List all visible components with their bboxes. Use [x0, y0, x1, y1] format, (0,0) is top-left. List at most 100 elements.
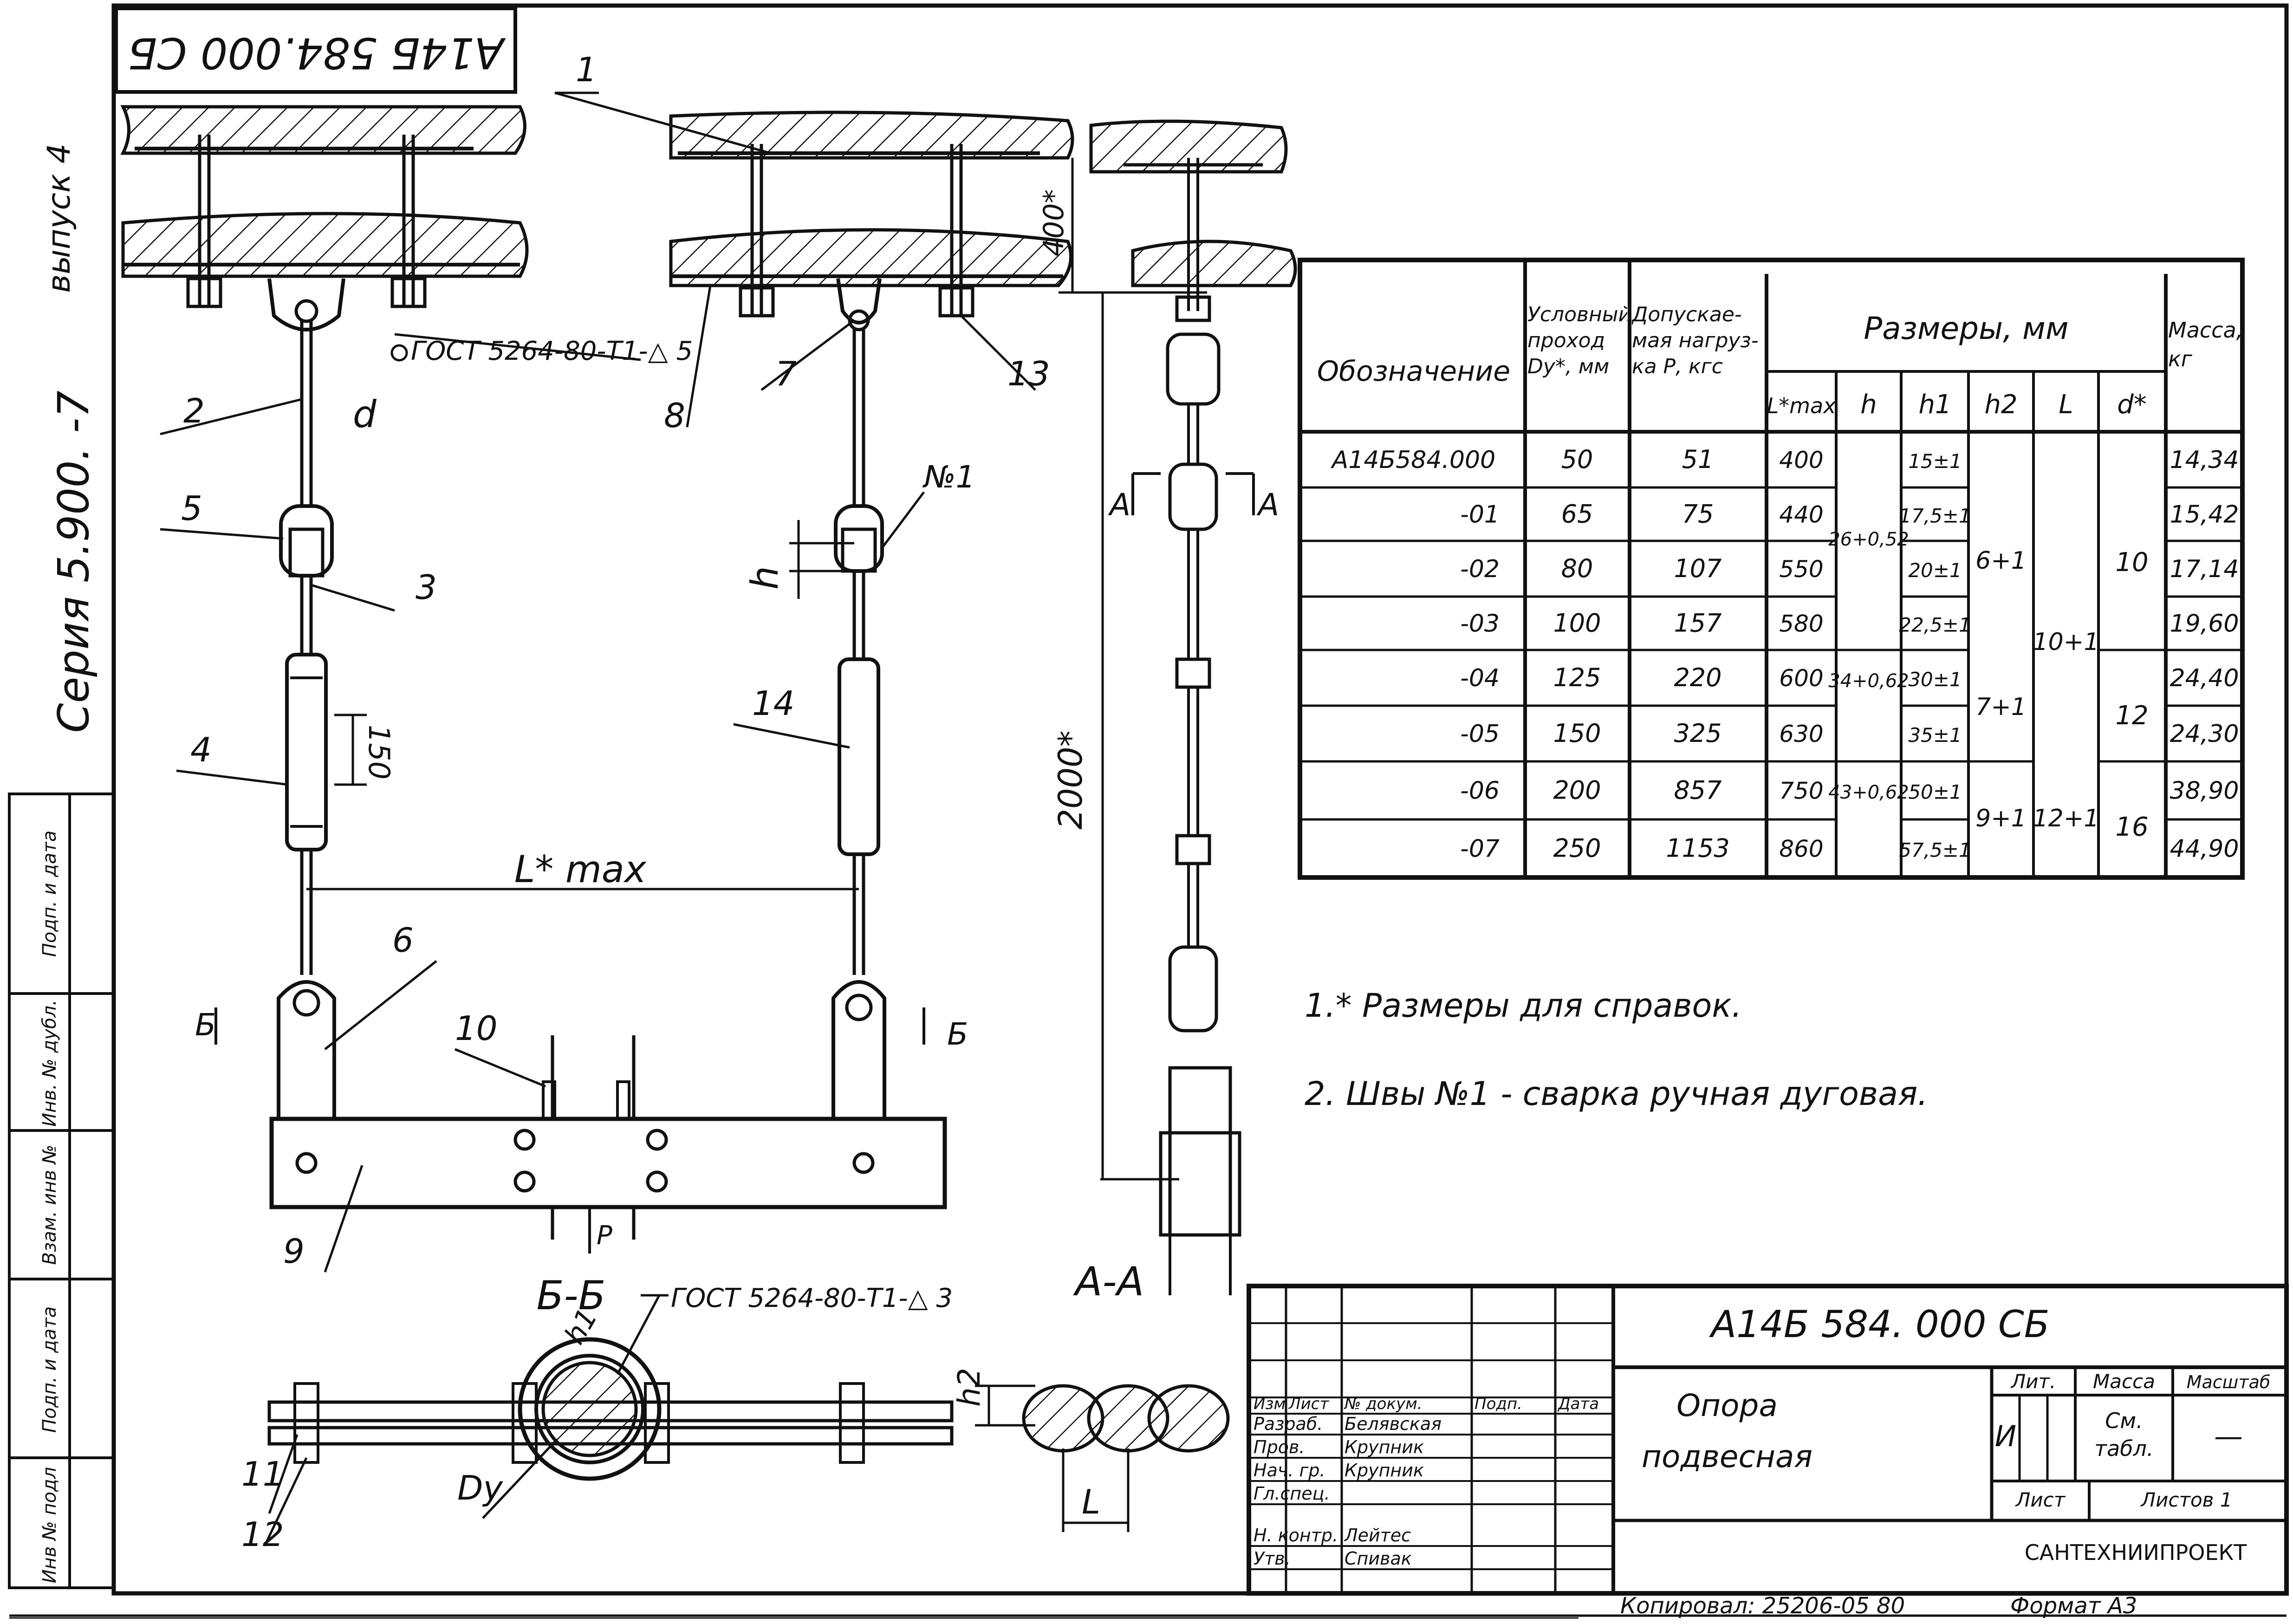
- side-cell-5: Подп. и дата: [39, 831, 60, 957]
- footer: Копировал: 25206-05 80 Формат А3: [1620, 1593, 2137, 1619]
- callout-9: 9: [283, 1232, 305, 1271]
- dim-d: d: [353, 393, 377, 436]
- spec-table-header: Обозначение Условный проход Dy*, мм Допу…: [1317, 303, 2240, 420]
- hdr-data: Дата: [1557, 1395, 1599, 1413]
- cell-lmax: 750: [1779, 778, 1823, 805]
- section-bb-title: Б-Б: [536, 1273, 605, 1319]
- merged-h-b: 34+0,62: [1828, 670, 1909, 692]
- section-mark-a-right: А: [1256, 487, 1279, 523]
- dimension-labels: d h 150 L* max 400* 2000* h1 h2 L Dy: [353, 189, 1100, 1521]
- role-0: Разраб.: [1254, 1414, 1323, 1434]
- cell-dy: 65: [1561, 500, 1593, 529]
- cell-mass: 44,90: [2170, 835, 2239, 863]
- lit-value: И: [1995, 1419, 2016, 1453]
- cell-lmax: 550: [1779, 556, 1823, 583]
- cell-load: 157: [1674, 609, 1721, 638]
- cell-dy: 50: [1561, 445, 1593, 474]
- cell-h1: 35±1: [1908, 724, 1962, 747]
- dim-lmax: L* max: [514, 848, 647, 891]
- callout-13: 13: [1007, 354, 1050, 393]
- gost-bottom-text: ГОСТ 5264-80-Т1-△ 3: [671, 1283, 953, 1313]
- name-2: Крупник: [1345, 1460, 1424, 1481]
- cell-designation: -02: [1460, 555, 1500, 583]
- name-0: Белявская: [1345, 1414, 1442, 1434]
- name-4: Лейтес: [1344, 1525, 1411, 1546]
- note-1: 1.* Размеры для справок.: [1305, 987, 1742, 1025]
- spec-table-merged: 26+0,52 34+0,62 43+0,62 6+1 7+1 9+1 10+1…: [1828, 529, 2148, 842]
- dim-h: h: [743, 566, 786, 590]
- callout-7: 7: [775, 354, 797, 393]
- side-view: [1089, 119, 1297, 1295]
- cell-load: 107: [1674, 554, 1721, 583]
- callouts: 1 2 3 4 5 6 7 8 9 10 11 12 13 14: [181, 50, 1050, 1554]
- hdr-ndoc: № докум.: [1344, 1395, 1423, 1413]
- callout-8: 8: [664, 396, 685, 435]
- cell-load: 1153: [1666, 834, 1729, 863]
- doc-code: А14Б 584. 000 СБ: [1708, 1303, 2049, 1346]
- massa-label: Масса: [2093, 1370, 2155, 1393]
- th-d: d*: [2117, 390, 2147, 420]
- merged-L-a: 10+1: [2033, 628, 2099, 656]
- cell-h1: 20±1: [1908, 559, 1962, 582]
- merged-h2-b: 7+1: [1975, 693, 2027, 721]
- cell-lmax: 630: [1779, 721, 1823, 747]
- cell-mass: 15,42: [2170, 501, 2239, 529]
- cell-mass: 38,90: [2170, 777, 2239, 805]
- dim-2000: 2000*: [1052, 730, 1090, 829]
- gost-top-text: ГОСТ 5264-80-Т1-△ 5: [411, 336, 693, 366]
- callout-10: 10: [455, 1009, 498, 1048]
- cell-load: 75: [1682, 500, 1714, 529]
- cell-dy: 80: [1561, 554, 1593, 583]
- dim-150: 150: [362, 725, 396, 780]
- cell-load: 325: [1674, 719, 1721, 748]
- merged-d-c: 16: [2115, 812, 2148, 842]
- list-label: Лист: [2015, 1488, 2066, 1511]
- callout-leaders: [160, 91, 1036, 1273]
- dim-dy: Dy: [457, 1468, 503, 1507]
- side-cell-4: Инв. № дубл.: [39, 1000, 60, 1127]
- cell-dy: 125: [1553, 663, 1601, 692]
- hdr-list: Лист: [1288, 1395, 1329, 1413]
- cell-load: 51: [1682, 445, 1714, 474]
- role-5: Утв.: [1254, 1548, 1291, 1569]
- footer-format: Формат А3: [2010, 1593, 2137, 1619]
- load-mark-p: Р: [597, 1221, 612, 1251]
- cell-lmax: 860: [1779, 836, 1823, 863]
- cell-load: 220: [1674, 663, 1721, 692]
- cell-designation: -04: [1460, 664, 1500, 692]
- name-1: Крупник: [1345, 1437, 1424, 1457]
- cell-designation: -03: [1460, 610, 1500, 638]
- merged-d-b: 12: [2115, 701, 2148, 731]
- cell-dy: 150: [1553, 719, 1601, 748]
- th-dy: Условный проход Dy*, мм: [1527, 303, 1627, 378]
- th-h: h: [1860, 390, 1877, 420]
- hdr-podp: Подп.: [1475, 1395, 1522, 1413]
- cell-dy: 250: [1553, 834, 1601, 863]
- section-titles: Б-Б А-А: [536, 1259, 1144, 1319]
- th-h2: h2: [1984, 390, 2017, 420]
- weld-marks: ГОСТ 5264-80-Т1-△ 5 ГОСТ 5264-80-Т1-△ 3 …: [195, 336, 1279, 1375]
- cell-dy: 100: [1553, 609, 1601, 638]
- cell-lmax: 580: [1779, 611, 1823, 637]
- masshtab-label: Масштаб: [2187, 1372, 2271, 1392]
- title-block-text: А14Б 584. 000 СБ Опора подвесная Изм Лис…: [1254, 1303, 2270, 1569]
- dim-h2: h2: [951, 1368, 987, 1407]
- cell-h1: 57,5±1: [1899, 839, 1971, 862]
- cell-h1: 50±1: [1908, 781, 1962, 804]
- cell-lmax: 400: [1779, 447, 1823, 474]
- cell-designation: -06: [1460, 777, 1500, 805]
- th-L: L: [2059, 390, 2073, 420]
- massa-value: См. табл.: [2094, 1408, 2154, 1461]
- cell-mass: 19,60: [2170, 610, 2239, 638]
- cell-designation: -01: [1460, 501, 1500, 529]
- clamp-section: [263, 1337, 954, 1547]
- section-aa-title: А-А: [1073, 1259, 1144, 1305]
- note-2: 2. Швы №1 - сварка ручная дуговая.: [1305, 1075, 1928, 1113]
- section-mark-b-right: Б: [947, 1016, 968, 1052]
- cell-mass: 24,30: [2170, 720, 2239, 748]
- role-2: Нач. гр.: [1254, 1460, 1325, 1481]
- th-designation: Обозначение: [1317, 355, 1510, 388]
- callout-6: 6: [392, 921, 414, 960]
- notes: 1.* Размеры для справок. 2. Швы №1 - сва…: [1305, 987, 1928, 1113]
